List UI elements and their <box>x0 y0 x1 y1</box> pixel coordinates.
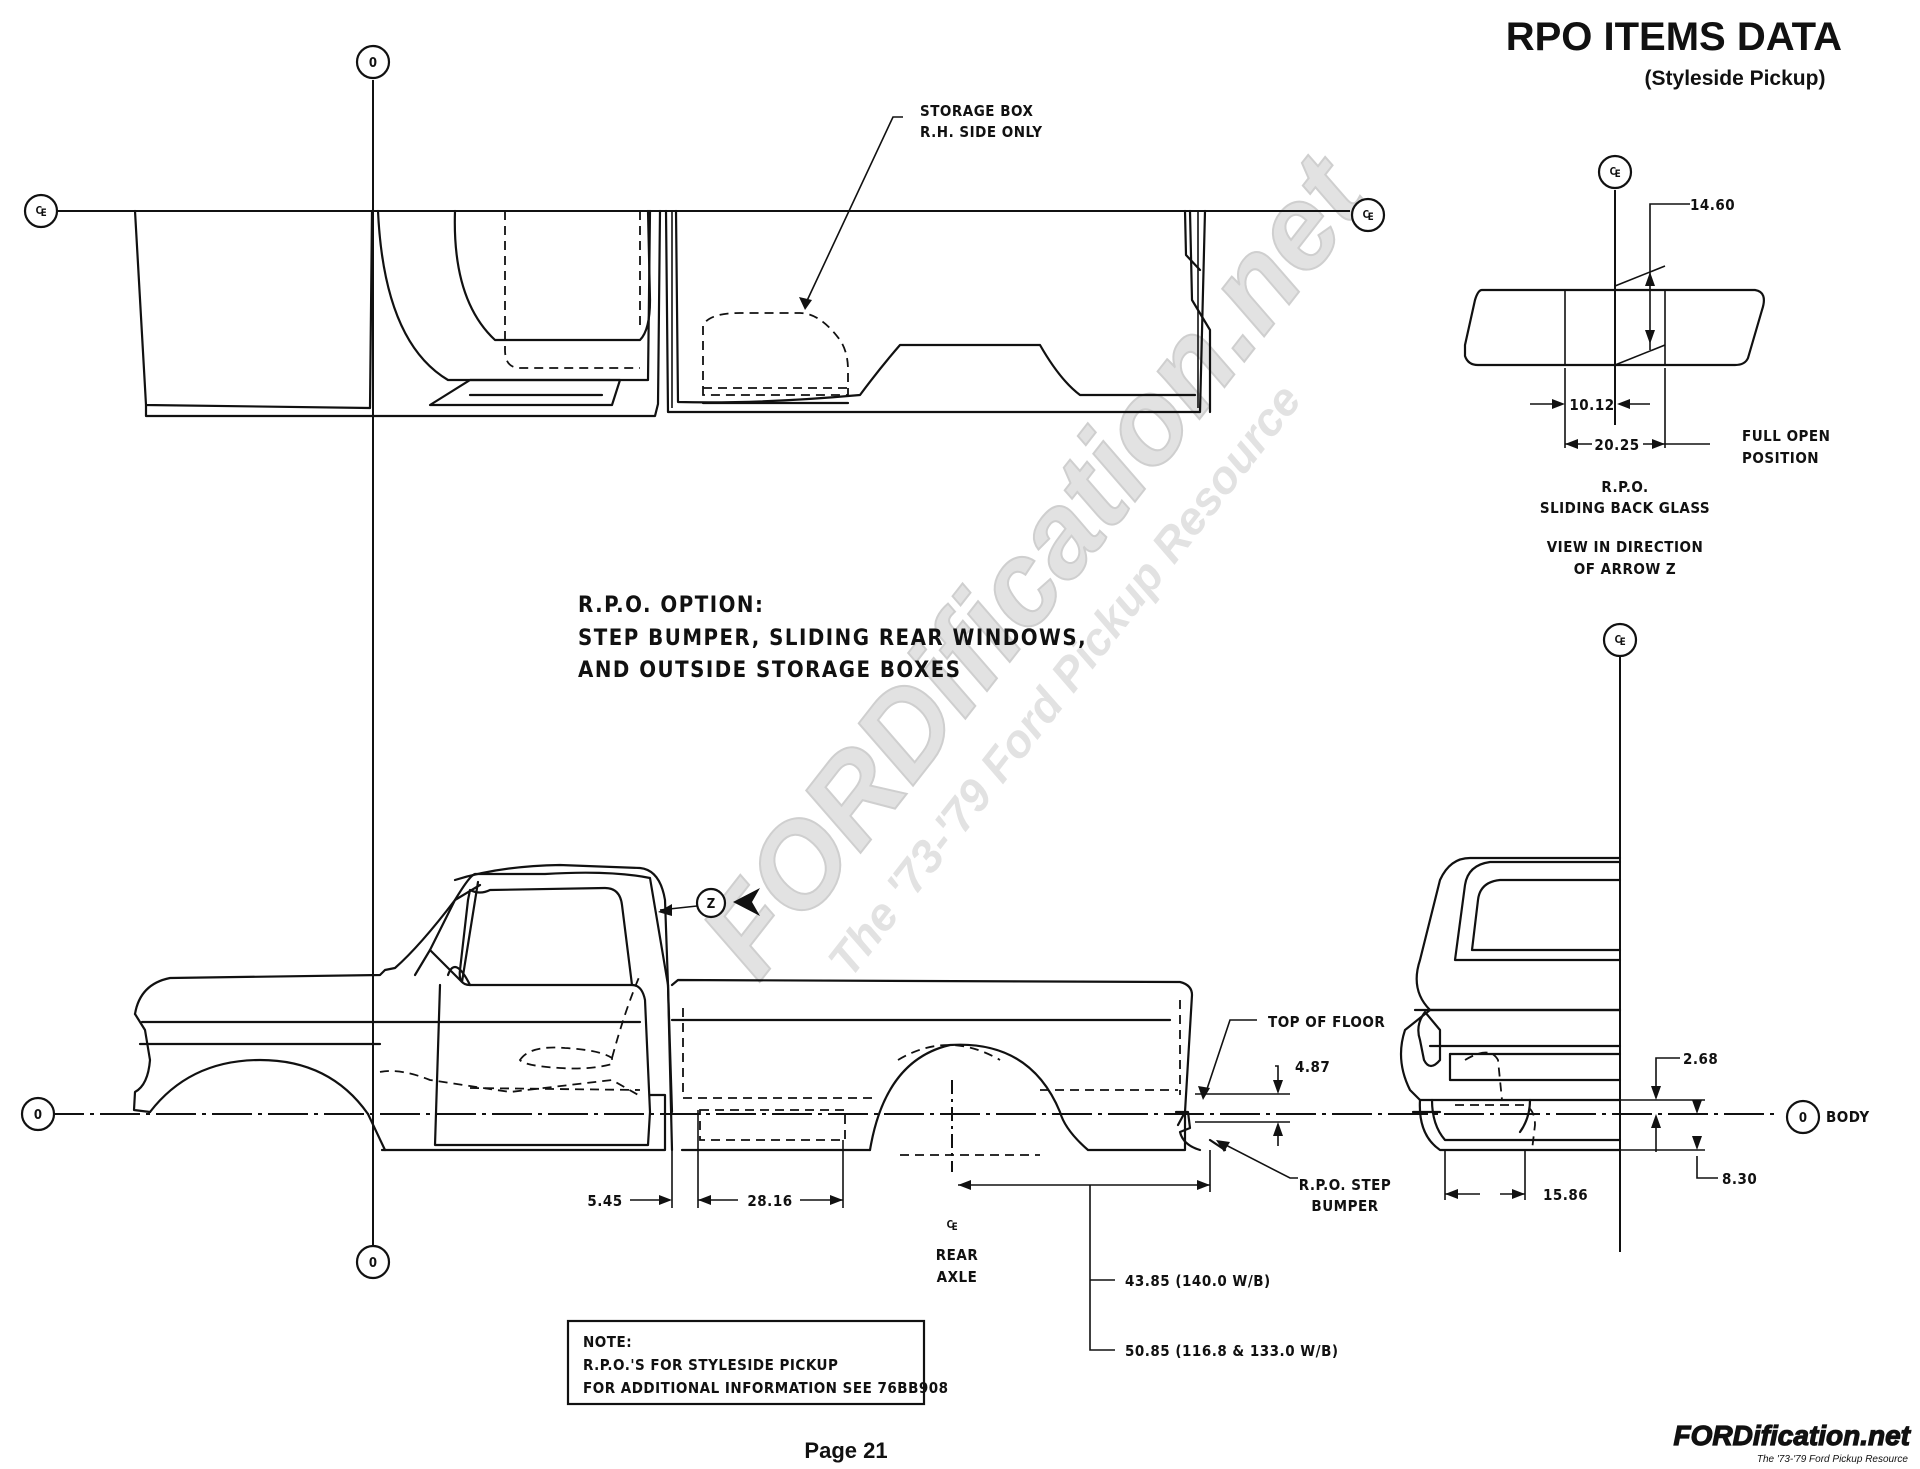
rear-centerline-marker-label: ₠ <box>1615 634 1626 649</box>
wheelbase-140-dim: 43.85 (140.0 W/B) <box>1125 1272 1271 1290</box>
note-line-1: R.P.O.'S FOR STYLESIDE PICKUP <box>583 1356 838 1374</box>
full-open-label-2: POSITION <box>1742 449 1819 467</box>
zero-marker-right-label: 0 <box>1799 1111 1807 1126</box>
centerline-marker-left <box>23 193 59 229</box>
dim-5-45: 5.45 <box>587 1192 622 1210</box>
rear-view: ₠ 2.68 8.30 15.86 <box>1399 622 1757 1252</box>
rear-axle-label-1: REAR <box>936 1246 979 1264</box>
glass-centerline-marker-label: ₠ <box>1610 166 1621 181</box>
glass-sliding-label: SLIDING BACK GLASS <box>1540 499 1710 517</box>
page-number: Page 21 <box>804 1438 887 1463</box>
back-glass-outline <box>1463 288 1765 367</box>
glass-rpo-label: R.P.O. <box>1601 478 1648 496</box>
watermark: FORDification.net The '73-'79 Ford Picku… <box>674 129 1396 1001</box>
note-line-2: FOR ADDITIONAL INFORMATION SEE 76BB908 <box>583 1379 949 1397</box>
glass-centerline-marker <box>1597 154 1633 190</box>
top-view-bed-outline <box>664 209 1207 414</box>
floor-height-dim: 4.87 <box>1295 1058 1330 1076</box>
page-subtitle: (Styleside Pickup) <box>1645 67 1826 90</box>
note-box: NOTE: R.P.O.'S FOR STYLESIDE PICKUP FOR … <box>566 1319 949 1406</box>
arrow-z-marker <box>695 887 727 919</box>
side-view: 0 0 BODY <box>20 863 1870 1360</box>
rear-centerline-marker <box>1602 622 1638 658</box>
zero-marker-left-label: 0 <box>34 1108 42 1123</box>
top-of-floor-label: TOP OF FLOOR <box>1268 1013 1385 1031</box>
page-title: RPO ITEMS DATA <box>1506 15 1842 59</box>
cab-door-window <box>458 886 634 987</box>
glass-view-label-1: VIEW IN DIRECTION <box>1547 538 1704 556</box>
bed-outline <box>670 978 1194 1127</box>
zero-marker-top-label: 0 <box>369 56 377 71</box>
watermark-brand: FORDification.net <box>675 130 1395 1000</box>
step-bumper-label-1: R.P.O. STEP <box>1299 1176 1392 1194</box>
zero-marker-bottom <box>355 1244 391 1280</box>
glass-full-dim: 20.25 <box>1594 436 1639 454</box>
rear-axle-label-2: AXLE <box>937 1268 978 1286</box>
arrow-z-label: Z <box>707 897 715 912</box>
footer-logo: FORDification.net The '73-'79 Ford Picku… <box>1673 1419 1912 1465</box>
body-label: BODY <box>1826 1108 1870 1126</box>
top-view: STORAGE BOX R.H. SIDE ONLY ₠ ₠ <box>23 102 1386 418</box>
glass-height-dim: 14.60 <box>1690 196 1735 214</box>
glass-view-label-2: OF ARROW Z <box>1574 560 1676 578</box>
note-heading: NOTE: <box>583 1333 632 1351</box>
arrow-z-pointer <box>733 888 760 916</box>
step-bumper <box>1174 1110 1202 1152</box>
rpo-option-block: R.P.O. OPTION: STEP BUMPER, SLIDING REAR… <box>578 593 1087 683</box>
glass-partial-dim: 10.12 <box>1569 396 1614 414</box>
cab-door <box>433 983 652 1147</box>
cab-outline <box>453 863 674 1114</box>
rear-dim-15-86: 15.86 <box>1543 1186 1588 1204</box>
storage-box-outline <box>702 312 849 396</box>
rear-axle-centerline-mark: ₠ <box>947 1219 958 1234</box>
sliding-glass-view: ₠ 14.60 10.12 20.25 FULL OPEN POSITION R… <box>1463 154 1830 578</box>
centerline-marker-left-label: ₠ <box>36 205 47 220</box>
centerline-marker-right <box>1350 197 1386 233</box>
rpo-option-line-2: AND OUTSIDE STORAGE BOXES <box>578 658 962 683</box>
step-bumper-label-2: BUMPER <box>1311 1197 1378 1215</box>
zero-marker-right <box>1785 1099 1821 1135</box>
rpo-option-heading: R.P.O. OPTION: <box>578 593 764 618</box>
footer-logo-text: FORDification.net <box>1674 1420 1912 1451</box>
rear-window <box>1470 878 1622 952</box>
rear-cab-outline <box>1415 856 1622 1012</box>
rear-dim-2-68: 2.68 <box>1683 1050 1718 1068</box>
zero-marker-top <box>355 44 391 80</box>
wheelbase-116-133-dim: 50.85 (116.8 & 133.0 W/B) <box>1125 1342 1339 1360</box>
footer-logo-tagline: The '73-'79 Ford Pickup Resource <box>1757 1454 1909 1465</box>
side-storage-box <box>699 1109 846 1141</box>
centerline-marker-right-label: ₠ <box>1363 209 1374 224</box>
zero-marker-bottom-label: 0 <box>369 1256 377 1271</box>
dim-28-16: 28.16 <box>747 1192 792 1210</box>
top-view-cab-outline <box>133 209 374 410</box>
rear-dim-8-30: 8.30 <box>1722 1170 1757 1188</box>
truck-front-outline <box>133 871 670 1016</box>
full-open-label-1: FULL OPEN <box>1742 427 1830 445</box>
rpo-option-line-1: STEP BUMPER, SLIDING REAR WINDOWS, <box>578 626 1087 651</box>
storage-box-label: STORAGE BOX <box>920 102 1033 120</box>
storage-box-side-label: R.H. SIDE ONLY <box>920 123 1043 141</box>
zero-marker-left <box>20 1096 56 1132</box>
